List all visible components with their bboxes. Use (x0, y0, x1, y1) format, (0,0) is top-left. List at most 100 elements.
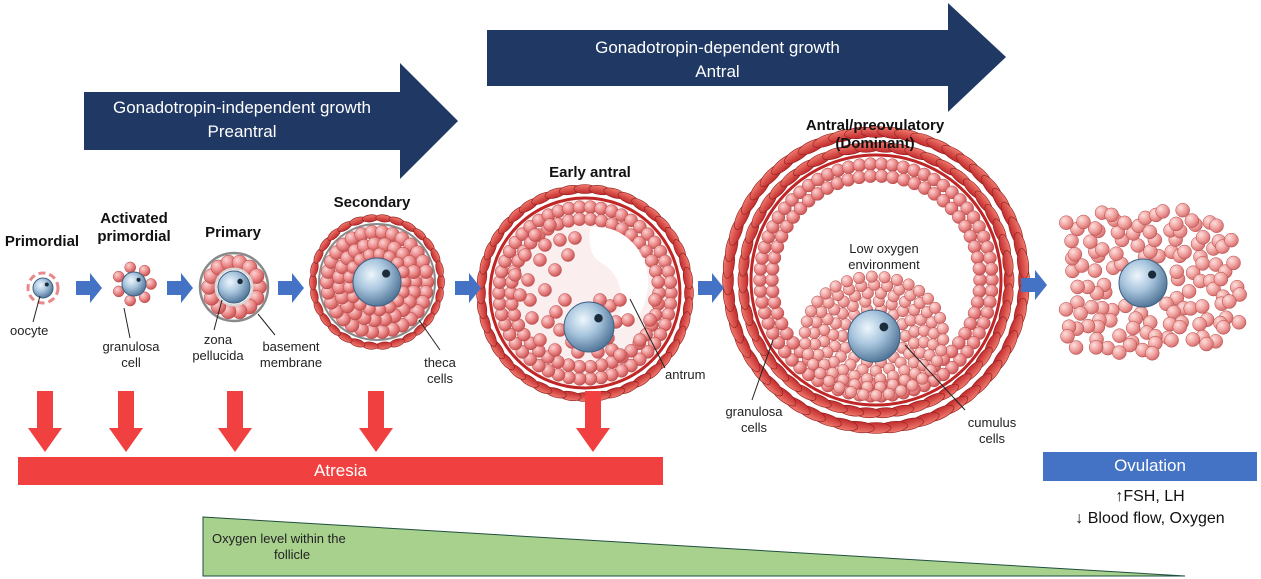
granulosa-cell (833, 381, 846, 394)
granulosa-cell (844, 385, 858, 399)
granulosa-cell (124, 261, 136, 274)
granulosa-cell (870, 389, 883, 402)
hormones-line1: ↑FSH, LH (1115, 488, 1185, 505)
granulosa-cell (819, 287, 832, 300)
granulosa-cell (633, 333, 647, 347)
granulosa-cell (549, 305, 563, 319)
granulosa-cell (840, 275, 853, 288)
granulosa-cell (1095, 242, 1110, 257)
granulosa-cell (1060, 329, 1075, 344)
oocyte-nucleus (382, 269, 391, 278)
granulosa-cell (1073, 306, 1088, 321)
theca-cell (1017, 248, 1030, 279)
label-granulosa-cells-line2: cells (740, 420, 767, 435)
granulosa-cell (508, 268, 522, 282)
oocyte (847, 309, 901, 363)
theca-cell (682, 266, 693, 290)
oocyte (217, 270, 251, 304)
granulosa-cell (1076, 214, 1091, 230)
granulosa-cell (613, 348, 627, 362)
granulosa-cell (935, 344, 948, 357)
granulosa-cell (958, 326, 972, 341)
progression-arrows (76, 270, 1047, 303)
granulosa-cell (822, 375, 836, 388)
granulosa-cell (1181, 284, 1197, 299)
granulosa-cell (780, 219, 794, 234)
granulosa-cell (895, 384, 908, 397)
oocyte (32, 277, 54, 299)
oocyte-nucleus (879, 322, 889, 332)
leader-zona (213, 299, 223, 331)
leader-basement (257, 313, 276, 336)
theca-cell (435, 260, 444, 277)
oocyte-nucleus (594, 314, 603, 323)
granulosa-cell (1088, 340, 1104, 355)
preantral-banner-line1: Gonadotropin-independent growth (112, 98, 372, 117)
flattened-granulosa (26, 271, 60, 305)
granulosa-cell (916, 372, 929, 385)
granulosa-cell (145, 278, 157, 290)
granulosa-cell (1083, 234, 1098, 249)
atresia-arrow-2 (109, 391, 143, 452)
granulosa-cell (984, 262, 999, 276)
label-granulosa-cell-line2: cell (121, 355, 141, 370)
label-theca-cells: theca cells (418, 355, 462, 387)
granulosa-cell (874, 169, 889, 183)
antral-banner-line2: Antral (695, 62, 740, 81)
label-basement-line1: basement (262, 339, 320, 354)
label-leader-lines (32, 295, 966, 411)
stage-title-secondary: Secondary (333, 194, 411, 211)
antrum (589, 227, 649, 330)
hormones-note: ↑FSH, LH ↓ Blood flow, Oxygen (1043, 486, 1257, 530)
granulosa-cell (1216, 320, 1231, 335)
granulosa-cell (1104, 207, 1119, 223)
atresia-bar (18, 457, 663, 485)
label-granulosa-cells-line1: granulosa (725, 404, 783, 419)
granulosa-cell (912, 284, 926, 297)
stage-title-primary: Primary (205, 224, 261, 241)
granulosa-cell (1199, 336, 1214, 352)
granulosa-cell (801, 348, 815, 361)
label-granulosa-cell: granulosa cell (100, 339, 162, 371)
progression-arrow-6 (1021, 270, 1047, 300)
granulosa-cell (798, 326, 811, 339)
antral-banner-line1: Gonadotropin-dependent growth (595, 38, 840, 57)
label-basement-membrane: basement membrane (254, 339, 328, 371)
granulosa-cell (921, 292, 935, 305)
granulosa-cell (1144, 346, 1160, 361)
granulosa-cell (528, 228, 542, 242)
oocyte-nucleus (44, 282, 49, 287)
granulosa-cell (890, 273, 904, 287)
granulosa-cell (533, 333, 547, 347)
oocyte-nucleus (136, 277, 141, 282)
granulosa-cell (1222, 294, 1237, 309)
granulosa-cell (878, 271, 891, 284)
zona-pellucida (214, 267, 254, 307)
granulosa-cell (936, 322, 949, 335)
label-theca-line1: theca (424, 355, 456, 370)
preantral-banner-line2: Preantral (207, 122, 277, 141)
oocyte (1118, 258, 1168, 308)
hormones-line2: ↓ Blood flow, Oxygen (1075, 510, 1225, 527)
granulosa-cell (1192, 317, 1207, 332)
granulosa-cell (1087, 221, 1103, 236)
oocyte (352, 257, 402, 307)
label-zona-line1: zona (203, 332, 233, 347)
granulosa-cell (558, 293, 572, 307)
oxygen-label: Oxygen level within the follicle (212, 531, 346, 563)
granulosa-cell (767, 295, 782, 310)
granulosa-cell (124, 294, 136, 307)
granulosa-cell (568, 231, 582, 245)
ovulation-bar (1043, 452, 1257, 481)
granulosa-cell (1084, 299, 1099, 315)
oocyte-nucleus (1148, 270, 1157, 279)
granulosa-cell (1164, 333, 1179, 348)
label-zona-pellucida: zona pellucida (190, 332, 246, 364)
progression-arrow-3 (278, 273, 304, 303)
leader-granulosa-cell (123, 307, 131, 339)
oocyte (121, 271, 147, 297)
granulosa-cell (1059, 215, 1074, 230)
granulosa-cell (533, 253, 547, 267)
label-granulosa-cell-line1: granulosa (102, 339, 160, 354)
granulosa-cell (663, 275, 678, 289)
